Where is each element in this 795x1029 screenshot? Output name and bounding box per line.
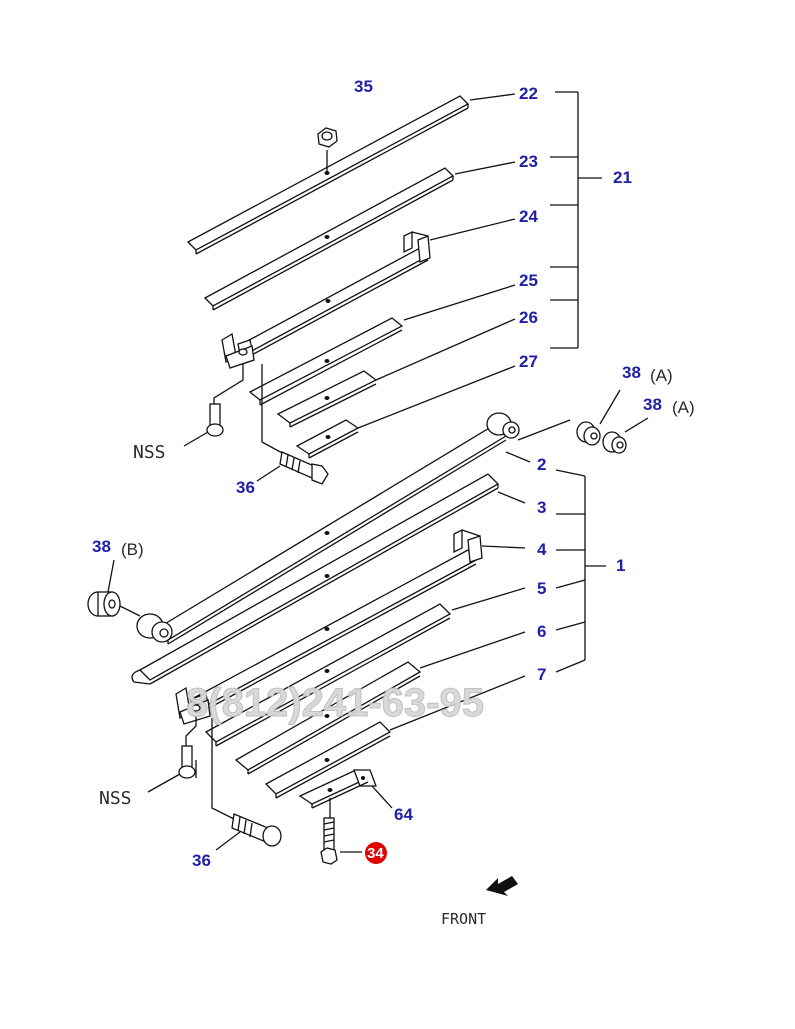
- callout-34-badge: 34: [365, 842, 387, 864]
- callout-5: 5: [537, 579, 546, 598]
- nss-bolt-lower: [147, 716, 197, 793]
- leaf-24: [221, 230, 431, 369]
- callout-35: 35: [354, 77, 373, 96]
- callout-36-bottom: 36: [192, 851, 211, 870]
- leaf-27: [295, 419, 360, 459]
- callout-b: (B): [121, 540, 144, 559]
- leaf-25: [248, 317, 404, 406]
- nut-35: [317, 127, 338, 172]
- callout-27: 27: [519, 352, 538, 371]
- bolt-36-upper: [256, 364, 329, 485]
- callout-a1: (A): [650, 366, 673, 385]
- plate-64: [298, 769, 393, 809]
- bracket-21: [357, 91, 602, 429]
- phone-watermark: 8(812)241-63-95: [186, 681, 484, 725]
- leaf-5: [204, 603, 452, 747]
- callout-1: 1: [616, 556, 625, 575]
- bolt-36-lower: [211, 718, 282, 851]
- callout-24: 24: [519, 207, 538, 226]
- callout-23: 23: [519, 152, 538, 171]
- callout-36-top: 36: [236, 478, 255, 497]
- callout-38-a2: 38: [643, 395, 662, 414]
- bracket-1: [389, 451, 606, 731]
- callout-64: 64: [394, 805, 413, 824]
- front-label: FRONT: [441, 910, 486, 928]
- callout-25: 25: [519, 271, 538, 290]
- callout-4: 4: [537, 540, 547, 559]
- leaf-7: [264, 721, 392, 799]
- callout-22: 22: [519, 84, 538, 103]
- leaf-6: [234, 661, 422, 775]
- callout-38-a1: 38: [622, 363, 641, 382]
- leaf-2: [136, 412, 520, 645]
- bushing-38-b: [87, 559, 141, 617]
- bolt-34: [320, 798, 362, 865]
- nss-label-bottom: NSS: [99, 788, 132, 809]
- callout-a2: (A): [672, 398, 695, 417]
- callout-21: 21: [613, 168, 632, 187]
- callout-38-b: 38: [92, 537, 111, 556]
- callout-3: 3: [537, 498, 546, 517]
- bushing-38-a: [517, 389, 649, 454]
- callout-6: 6: [537, 622, 546, 641]
- leaf-3: [131, 473, 500, 685]
- callout-34: 34: [367, 845, 384, 862]
- nss-bolt-upper: [183, 364, 244, 447]
- arrow-front-icon: [486, 876, 518, 896]
- callout-26: 26: [519, 308, 538, 327]
- leaf-4: [175, 528, 483, 725]
- callout-7: 7: [537, 665, 546, 684]
- leaf-22: [186, 95, 470, 255]
- nss-label-top: NSS: [133, 442, 166, 463]
- leaf-23: [203, 167, 455, 311]
- callout-2: 2: [537, 455, 546, 474]
